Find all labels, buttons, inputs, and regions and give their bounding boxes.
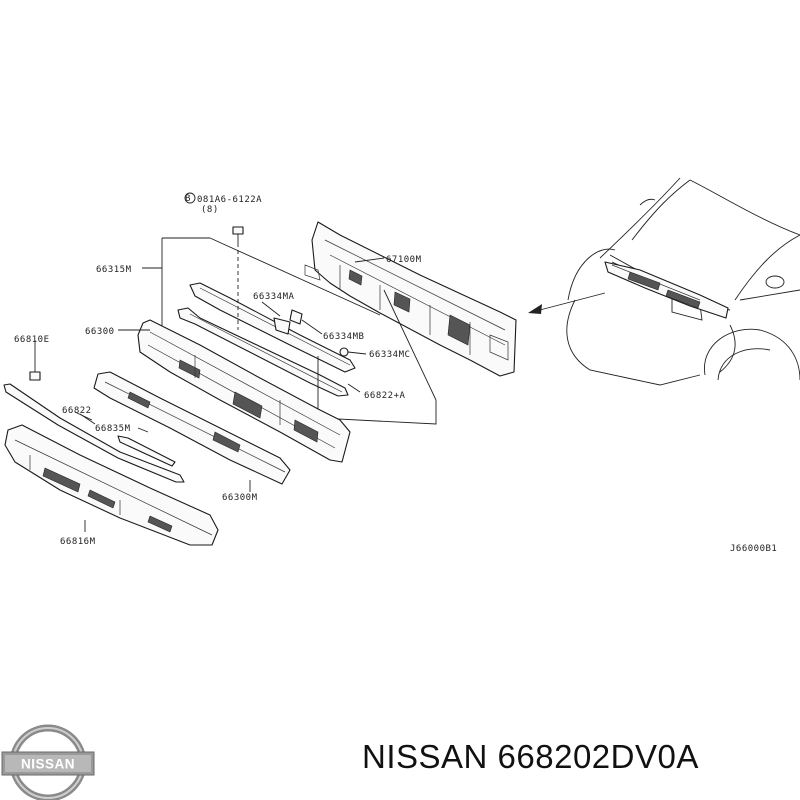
label-66315M: 66315M (96, 265, 132, 275)
cowl-panel-66300 (137, 319, 351, 463)
label-66300M: 66300M (222, 493, 258, 503)
strip-66835M (117, 435, 176, 467)
clips-66334 (261, 301, 367, 393)
bolt-b-marker: B (185, 194, 191, 204)
dash-panel-67100M (304, 221, 517, 377)
label-66822: 66822 (62, 406, 92, 416)
leader-lines (34, 267, 251, 532)
label-66334MC: 66334MC (369, 350, 410, 360)
nissan-logo: NISSAN (1, 724, 95, 800)
part-labels: B 081A6-6122A (8) 66315M 66334MA 66334MB… (14, 194, 777, 554)
bolt-081A6 (184, 192, 244, 330)
label-66810E: 66810E (14, 335, 50, 345)
label-66334MB: 66334MB (323, 332, 364, 342)
car-front-illustration (528, 177, 800, 386)
label-66816M: 66816M (60, 537, 96, 547)
logo-text: NISSAN (21, 757, 75, 772)
label-bolt-qty: (8) (201, 205, 219, 215)
cowl-grille-66816M (4, 424, 219, 546)
label-66334MA: 66334MA (253, 292, 295, 302)
label-bolt: 081A6-6122A (197, 195, 262, 205)
label-66822A: 66822+A (364, 391, 406, 401)
product-title: NISSAN 668202DV0A (362, 738, 699, 775)
label-66835M: 66835M (95, 424, 131, 434)
clip-66810E (29, 345, 41, 381)
label-67100M: 67100M (386, 255, 422, 265)
diagram-code: J66000B1 (730, 544, 777, 554)
label-66300: 66300 (85, 327, 115, 337)
cowl-panel-66300M (93, 371, 291, 485)
